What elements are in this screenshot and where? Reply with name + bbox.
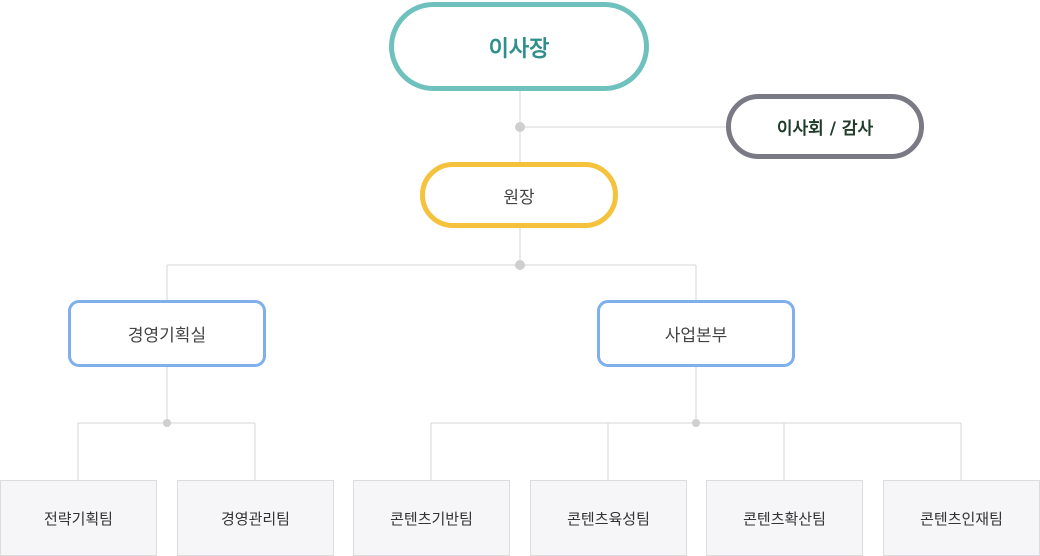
- board-audit-node: 이사회 / 감사: [726, 94, 924, 159]
- team-label: 콘텐츠인재팀: [920, 509, 1003, 528]
- department-label: 경영기획실: [127, 326, 207, 346]
- chairman-label: 이사장: [488, 36, 550, 62]
- team-label: 콘텐츠기반팀: [390, 509, 473, 528]
- team-label: 콘텐츠육성팀: [567, 509, 650, 528]
- team-node: 콘텐츠인재팀: [883, 480, 1040, 556]
- team-node: 콘텐츠기반팀: [353, 480, 510, 556]
- department-node-planning: 경영기획실: [68, 300, 266, 367]
- junction-dot: [692, 419, 700, 427]
- director-label: 원장: [503, 187, 535, 208]
- team-node: 콘텐츠확산팀: [706, 480, 863, 556]
- team-node: 전략기획팀: [0, 480, 157, 556]
- team-label: 콘텐츠확산팀: [743, 509, 826, 528]
- board-audit-label: 이사회 / 감사: [776, 119, 874, 139]
- junction-dot: [515, 122, 525, 132]
- junction-dot: [515, 260, 525, 270]
- team-label: 경영관리팀: [220, 509, 290, 528]
- junction-dot: [163, 419, 171, 427]
- department-label: 사업본부: [664, 326, 728, 346]
- team-node: 경영관리팀: [177, 480, 334, 556]
- team-node: 콘텐츠육성팀: [530, 480, 687, 556]
- team-label: 전략기획팀: [43, 509, 113, 528]
- director-node: 원장: [420, 162, 618, 228]
- department-node-business: 사업본부: [597, 300, 795, 367]
- chairman-node: 이사장: [389, 2, 649, 91]
